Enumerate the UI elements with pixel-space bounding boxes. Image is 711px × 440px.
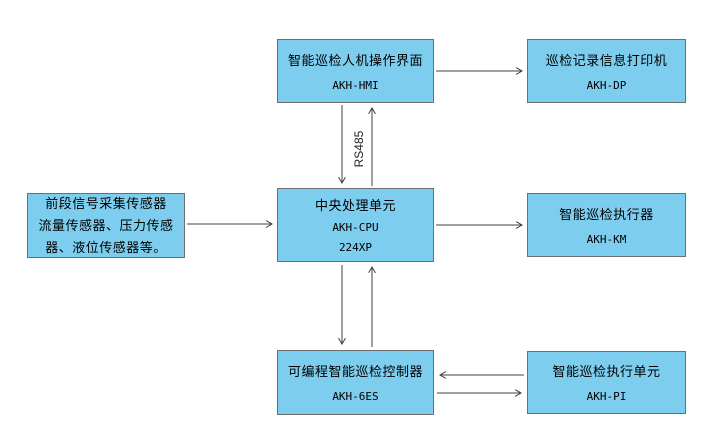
box-hmi-code: AKH-HMI [332,78,379,92]
box-dp-code: AKH-DP [586,78,627,92]
box-sensors-line3: 器、液位传感器等。 [45,239,167,255]
box-cpu-title: 中央处理单元 [314,198,396,213]
box-cpu-model: 224XP [338,241,373,254]
rs485-label: RS485 [352,130,366,168]
box-hmi: 智能巡检人机操作界面 AKH-HMI [277,39,434,103]
box-pi-title: 智能巡检执行单元 [552,364,661,379]
box-dp-title: 巡检记录信息打印机 [545,52,668,68]
box-sensors: 前段信号采集传感器 流量传感器、压力传感 器、液位传感器等。 [27,193,185,258]
box-cpu-code: AKH-CPU [332,221,379,234]
box-pi-code: AKH-PI [586,390,627,403]
box-hmi-title: 智能巡检人机操作界面 [287,52,423,68]
box-pi: 智能巡检执行单元 AKH-PI [527,351,686,414]
box-cpu: 中央处理单元 AKH-CPU 224XP [277,188,434,262]
box-km: 智能巡检执行器 AKH-KM [527,193,686,257]
box-sensors-line2: 流量传感器、压力传感 [38,217,174,233]
box-es-title: 可编程智能巡检控制器 [287,364,423,379]
box-es-code: AKH-6ES [332,390,379,403]
box-dp: 巡检记录信息打印机 AKH-DP [527,39,686,103]
box-km-code: AKH-KM [586,232,627,246]
box-es: 可编程智能巡检控制器 AKH-6ES [277,350,434,415]
box-sensors-line1: 前段信号采集传感器 [45,195,167,211]
box-km-title: 智能巡检执行器 [559,206,654,222]
